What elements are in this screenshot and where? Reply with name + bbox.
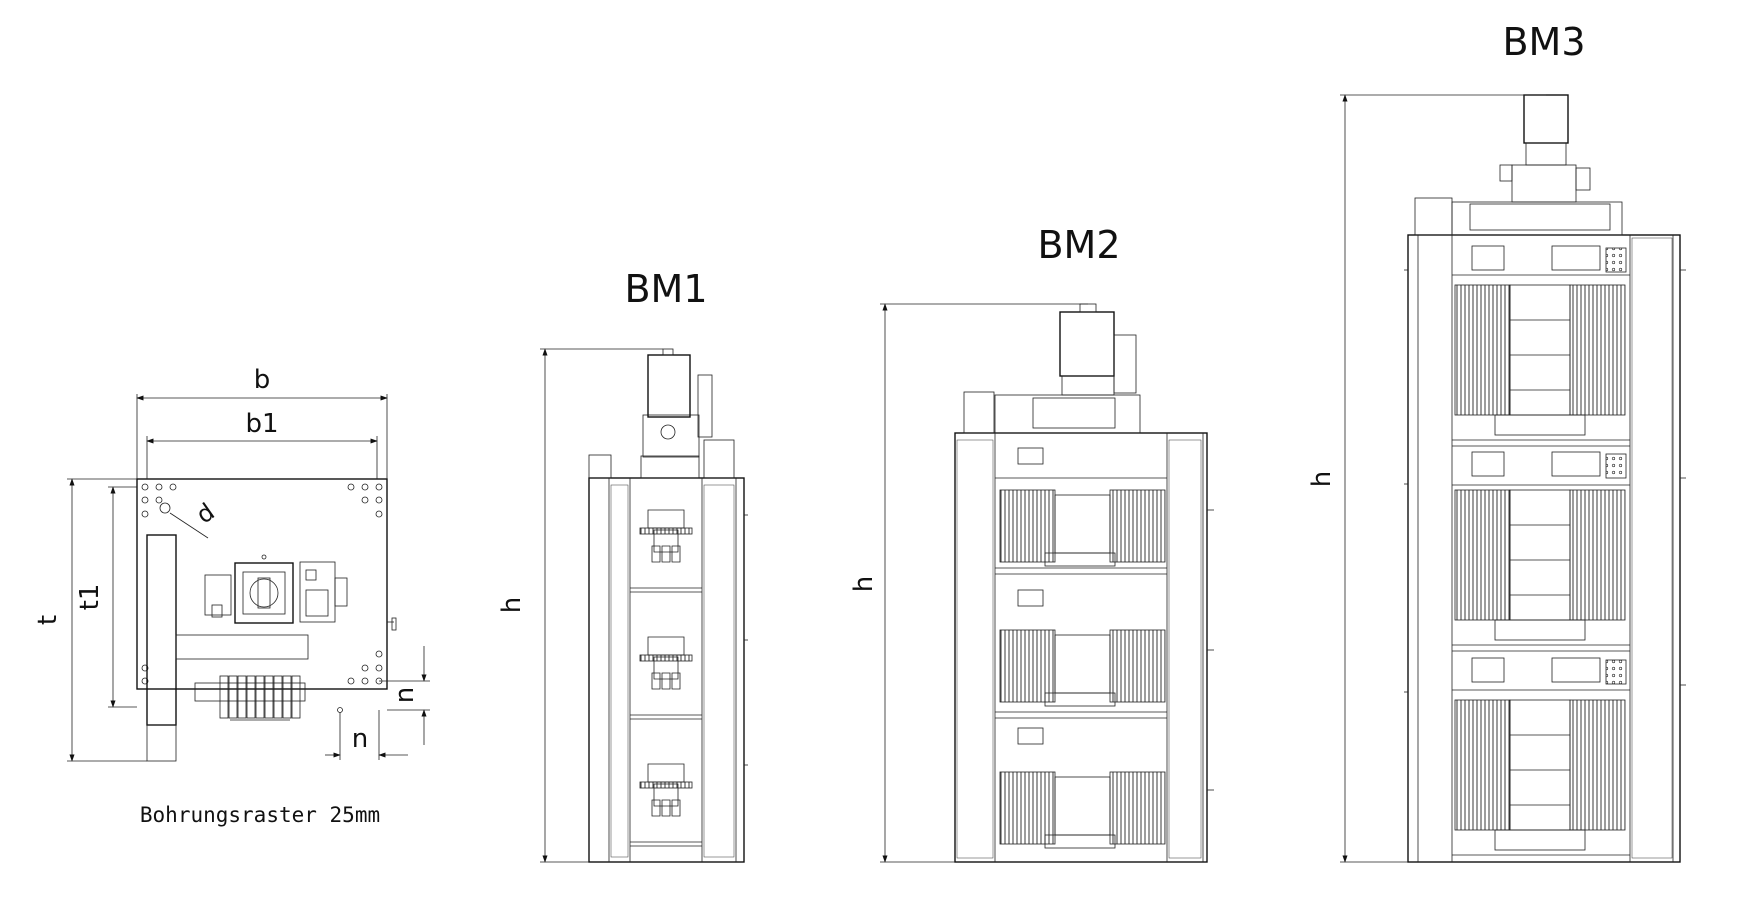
bm2-unit	[880, 303, 1214, 863]
motor-block	[234, 562, 294, 624]
bm1-modules	[630, 509, 702, 847]
dim-label-t1: t1	[75, 584, 105, 611]
bm2-modules	[995, 447, 1167, 849]
dim-label-t: t	[33, 615, 63, 625]
bm3-frame	[1407, 234, 1681, 863]
column-profile	[146, 534, 177, 726]
bm3-motor	[1523, 94, 1569, 144]
title-bm2: BM2	[1037, 223, 1120, 267]
dim-label-b: b	[254, 365, 271, 395]
d-leader	[169, 512, 209, 539]
dim-label-b1: b1	[245, 409, 278, 439]
bm1-unit	[540, 348, 748, 863]
bm3-unit	[1340, 94, 1686, 863]
dim-label-n-horizontal: n	[352, 724, 368, 754]
dim-label-h-bm3: h	[1307, 471, 1337, 487]
title-bm3: BM3	[1502, 20, 1585, 64]
mounting-hole	[159, 502, 171, 514]
bm3-modules	[1452, 245, 1630, 856]
label-plate	[175, 634, 309, 660]
bm2-motor	[1059, 311, 1115, 377]
bm1-frame	[588, 477, 745, 863]
top-view	[136, 478, 397, 762]
dim-label-n-vertical: n	[390, 687, 420, 703]
dim-label-h-bm2: h	[849, 576, 879, 592]
terminal-block	[219, 675, 301, 719]
top-view-dimensions	[67, 394, 430, 762]
corner-holes	[141, 483, 383, 713]
title-bm1: BM1	[624, 267, 707, 311]
dim-label-h-bm1: h	[497, 597, 527, 613]
hole-grid-note: Bohrungsraster 25mm	[140, 803, 380, 827]
column-foot	[146, 724, 177, 762]
bm1-motor	[647, 354, 691, 418]
terminal-rail	[194, 682, 306, 702]
dim-label-d: d	[191, 498, 220, 530]
base-plate	[136, 478, 388, 690]
